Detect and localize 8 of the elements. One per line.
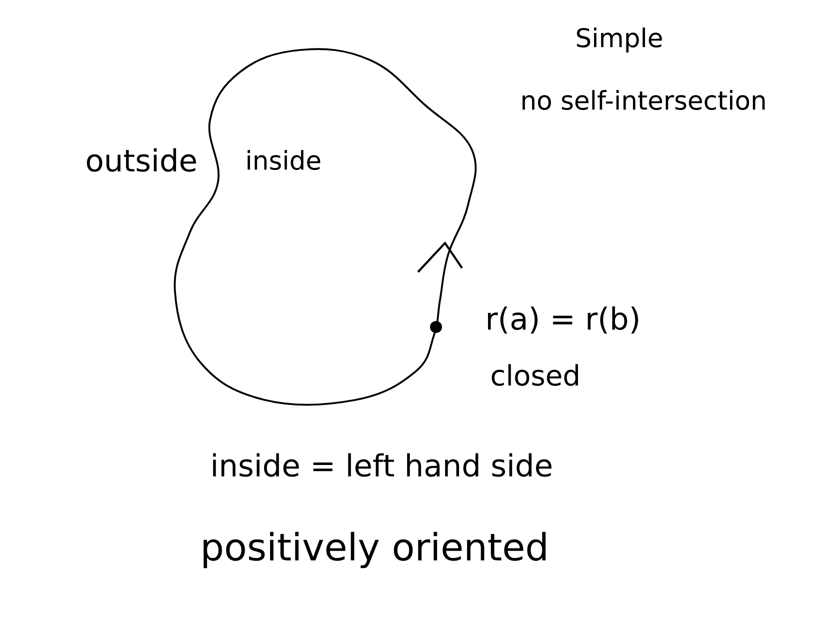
handwritten-label: Simple	[576, 28, 662, 52]
handwritten-label: outside	[86, 148, 196, 172]
handwritten-label: inside	[248, 150, 320, 170]
handwritten-label: inside = left hand side	[213, 453, 552, 477]
handwritten-label: positively oriented	[204, 532, 546, 568]
handwritten-label: r(a) = r(b)	[488, 306, 638, 334]
handwritten-label: closed	[492, 364, 578, 386]
handwritten-label: no self-intersection	[522, 90, 765, 110]
